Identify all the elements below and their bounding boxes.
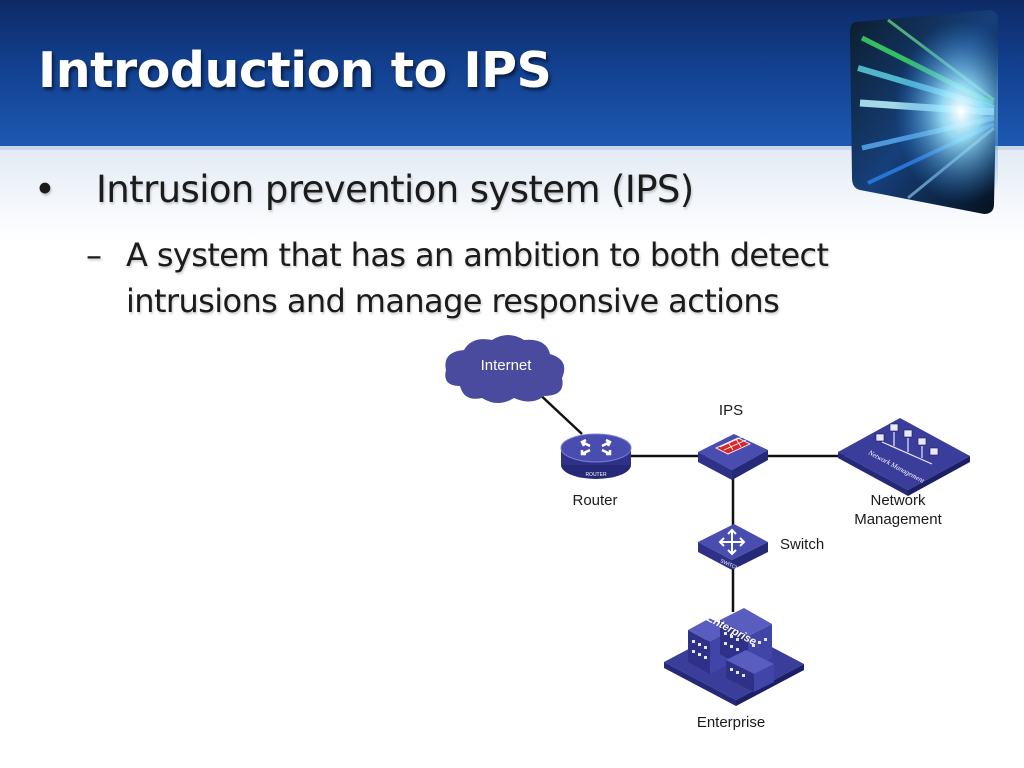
light-streak-image [850, 10, 998, 214]
switch-icon [718, 528, 746, 556]
internet-node: Internet [445, 335, 565, 403]
edge-internet-router [534, 389, 583, 435]
sub-bullet-line-2: intrusions and manage responsive actions [126, 282, 780, 320]
router-label: Router [572, 492, 617, 509]
ips-label: IPS [719, 402, 743, 419]
cloud-icon [445, 335, 565, 403]
switch-node: SWITCH Switch [698, 524, 824, 572]
sub-bullet-text: A system that has an ambition to both de… [126, 232, 886, 324]
ips-node: IPS [698, 402, 768, 480]
computer-icons [875, 423, 939, 456]
buildings-icon [688, 608, 774, 692]
bullet-marker: • [34, 168, 56, 211]
diagram-edges [534, 389, 845, 612]
network-diagram: Internet ROUTER Router IPS [445, 335, 970, 731]
slide-title: Introduction to IPS [38, 42, 552, 99]
network-management-label-line-2: Management [854, 511, 942, 528]
router-icon [560, 433, 632, 463]
bullet-item: • Intrusion prevention system (IPS) [34, 168, 694, 211]
ips-firewall-icon [715, 436, 751, 455]
router-node: ROUTER Router [560, 433, 632, 509]
network-management-node: Network Management Network Management [838, 418, 970, 528]
switch-label: Switch [780, 536, 824, 553]
internet-label: Internet [481, 357, 533, 374]
bullet-text: Intrusion prevention system (IPS) [96, 168, 694, 211]
enterprise-node: Enterprise Enterprise [664, 608, 804, 731]
network-management-label-line-1: Network [870, 492, 926, 509]
router-badge: ROUTER [585, 472, 607, 478]
header-divider [0, 146, 1024, 150]
sub-bullet-line-1: A system that has an ambition to both de… [126, 236, 829, 274]
sub-bullet-marker: – [86, 236, 102, 274]
enterprise-label: Enterprise [697, 714, 765, 731]
